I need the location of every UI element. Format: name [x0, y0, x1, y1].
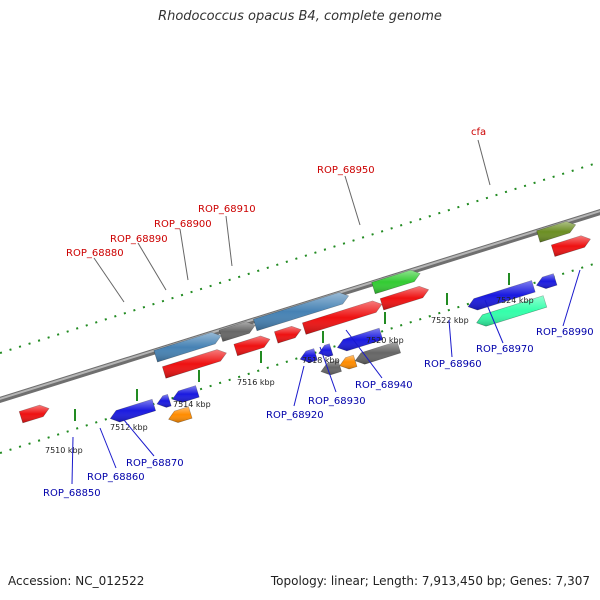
gene-arrow: [153, 332, 222, 363]
gene-arrow: [168, 406, 193, 423]
gene-arrow: [371, 269, 421, 295]
gene-arrow: [320, 359, 342, 376]
gene-label-rop-68860: ROP_68860: [87, 472, 145, 483]
gene-arrow: [109, 398, 156, 423]
gene-label-rop-68850: ROP_68850: [43, 488, 101, 499]
gene-layer: [18, 221, 591, 424]
gene-label-rop-68940: ROP_68940: [355, 380, 413, 391]
tick-label: 7514 kbp: [173, 400, 211, 409]
gene-arrow: [299, 348, 318, 363]
tick-label: 7512 kbp: [110, 423, 148, 432]
gene-arrow: [274, 325, 302, 344]
gene-arrow: [253, 292, 350, 332]
accession-text: Accession: NC_012522: [8, 574, 145, 588]
gene-arrow: [467, 280, 536, 311]
gene-arrow: [476, 295, 548, 327]
gene-label-rop-68990: ROP_68990: [536, 327, 594, 338]
gene-arrow: [536, 221, 577, 243]
gene-arrow: [354, 341, 401, 365]
tick-label: 7518 kbp: [302, 356, 340, 365]
gene-arrow: [162, 349, 227, 379]
tick-label: 7516 kbp: [237, 378, 275, 387]
genome-summary-text: Topology: linear; Length: 7,913,450 bp; …: [270, 574, 590, 588]
tick-label: 7522 kbp: [431, 316, 469, 325]
gene-arrow: [302, 300, 383, 335]
gene-arrow: [233, 335, 271, 357]
gene-label-rop-68970: ROP_68970: [476, 344, 534, 355]
forward-labels: ROP_68880 ROP_68890 ROP_68900 ROP_68910 …: [66, 127, 486, 259]
gene-label-rop-68900: ROP_68900: [154, 219, 212, 230]
tick-label: 7520 kbp: [366, 336, 404, 345]
gene-label-rop-68910: ROP_68910: [198, 204, 256, 215]
gene-label-rop-68950: ROP_68950: [317, 165, 375, 176]
map-title: Rhodococcus opacus B4, complete genome: [158, 9, 442, 24]
gene-arrow: [550, 235, 591, 257]
gene-arrow: [18, 404, 50, 424]
gene-arrow: [336, 327, 384, 352]
gene-label-rop-68870: ROP_68870: [126, 458, 184, 469]
gene-label-rop-68960: ROP_68960: [424, 359, 482, 370]
reverse-pointers: [71, 269, 581, 485]
gene-label-rop-68880: ROP_68880: [66, 248, 124, 259]
forward-pointers: [93, 139, 491, 303]
tick-label: 7524 kbp: [496, 296, 534, 305]
tick-layer: [74, 273, 510, 421]
tick-label: 7510 kbp: [45, 446, 83, 455]
reverse-labels: ROP_68850 ROP_68860 ROP_68870 ROP_68920 …: [43, 327, 594, 499]
gene-arrow: [379, 285, 430, 311]
gene-label-rop-68930: ROP_68930: [308, 396, 366, 407]
gene-arrow: [156, 394, 172, 408]
gene-label-rop-68920: ROP_68920: [266, 410, 324, 421]
gene-arrow: [536, 273, 558, 289]
gene-label-rop-68890: ROP_68890: [110, 234, 168, 245]
gene-arrow: [218, 321, 256, 342]
tick-labels: 7510 kbp 7512 kbp 7514 kbp 7516 kbp 7518…: [45, 296, 534, 455]
gene-label-cfa: cfa: [471, 127, 486, 138]
gene-arrow: [339, 354, 358, 370]
gene-arrow: [172, 385, 200, 403]
